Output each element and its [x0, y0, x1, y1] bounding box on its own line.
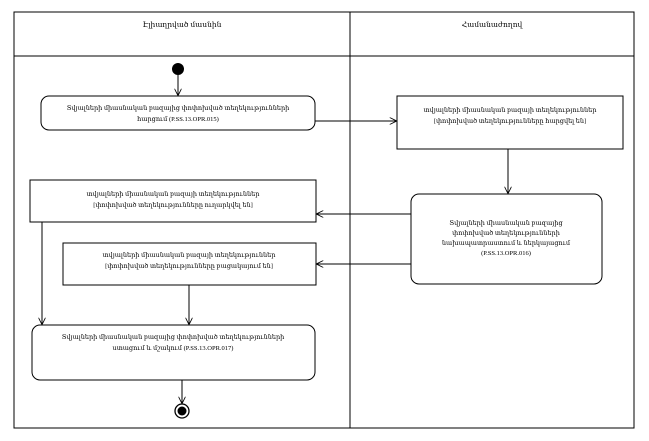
initial-node — [172, 63, 184, 75]
object-missing — [62, 242, 317, 286]
object-sent-line-2: [փոփոխված տեղեկությունները ուղարկվել են] — [93, 201, 253, 209]
action-receive — [31, 324, 316, 381]
action-request-line-1: Տվյալների միասնական բազայից փոփոխված տեղ… — [67, 104, 290, 112]
object-missing-line-1: տվյալների միասնական բազայի տեղեկությունն… — [103, 251, 276, 259]
swimlane-frame — [13, 11, 635, 429]
lane-title-right: Համանաժողով — [462, 20, 524, 29]
action-prepare-line-1: Տվյալների միասնական բազայից — [449, 219, 562, 227]
action-prepare — [410, 193, 603, 285]
final-node-dot — [177, 406, 187, 416]
object-requested-line-2: [փոփոխված տեղեկությունները հարցվել են] — [434, 117, 586, 125]
action-receive-line-1: Տվյալների միասնական բազայից փոփոխված տեղ… — [62, 333, 285, 341]
object-missing-line-2: [փոփոխված տեղեկությունները բացակայում են… — [105, 262, 273, 270]
action-request-line-2: հարցում (P.SS.13.OPR.015) — [137, 115, 219, 123]
action-receive-line-2: ստացում և մշակում (P.SS.13.OPR.017) — [113, 344, 234, 352]
action-request — [40, 95, 316, 131]
action-prepare-line-2: փոփոխված տեղեկությունների — [452, 229, 560, 237]
object-sent — [29, 179, 317, 223]
lane-title-left: Էլիաղրված մասնին — [143, 20, 222, 29]
action-prepare-line-4: (P.SS.13.OPR.016) — [481, 250, 531, 257]
object-requested — [396, 95, 624, 150]
object-sent-line-1: տվյալների միասնական բազայի տեղեկությունն… — [87, 190, 260, 198]
object-requested-line-1: տվյալների միասնական բազայի տեղեկությունն… — [424, 106, 597, 114]
action-prepare-line-3: նախապատրաստում և ներկայացում — [442, 239, 571, 247]
